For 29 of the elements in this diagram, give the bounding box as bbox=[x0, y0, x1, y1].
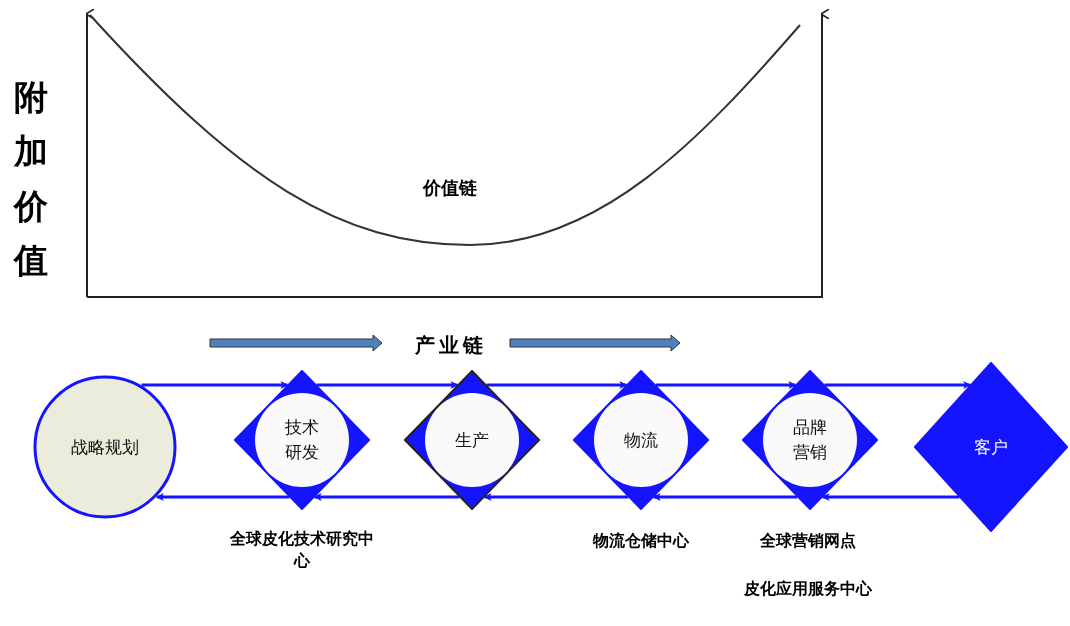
process-circle bbox=[33, 375, 177, 519]
node-label: 战略规划 bbox=[70, 435, 140, 459]
process-diamond bbox=[573, 370, 709, 510]
arrow bbox=[486, 381, 628, 389]
arrow bbox=[821, 493, 960, 501]
process-diamond bbox=[234, 370, 370, 510]
axis-label: 附加价值 bbox=[14, 76, 48, 283]
node-label: 品牌营销 bbox=[792, 416, 828, 464]
arrow bbox=[141, 381, 289, 389]
arrow bbox=[316, 381, 459, 389]
curve-label: 价值链 bbox=[421, 176, 478, 200]
node-label: 技术研发 bbox=[284, 416, 320, 464]
arrow bbox=[824, 381, 972, 389]
chain-label: 产业链 bbox=[414, 332, 488, 359]
node-label: 客户 bbox=[973, 435, 1009, 459]
node-caption: 皮化应用服务中心 bbox=[743, 578, 873, 600]
arrow bbox=[655, 381, 797, 389]
node-label: 生产 bbox=[454, 428, 490, 452]
arrow bbox=[313, 493, 460, 501]
process-diamond bbox=[404, 370, 540, 510]
node-caption: 物流仓储中心 bbox=[592, 530, 690, 552]
process-diamond bbox=[914, 362, 1068, 532]
process-diamond bbox=[742, 370, 878, 510]
node-caption: 全球营销网点 bbox=[759, 530, 857, 552]
arrow bbox=[483, 493, 629, 501]
node-label: 物流 bbox=[623, 428, 659, 452]
arrow bbox=[155, 493, 290, 501]
node-caption: 全球皮化技术研究中心 bbox=[229, 528, 375, 573]
arrow bbox=[652, 493, 798, 501]
